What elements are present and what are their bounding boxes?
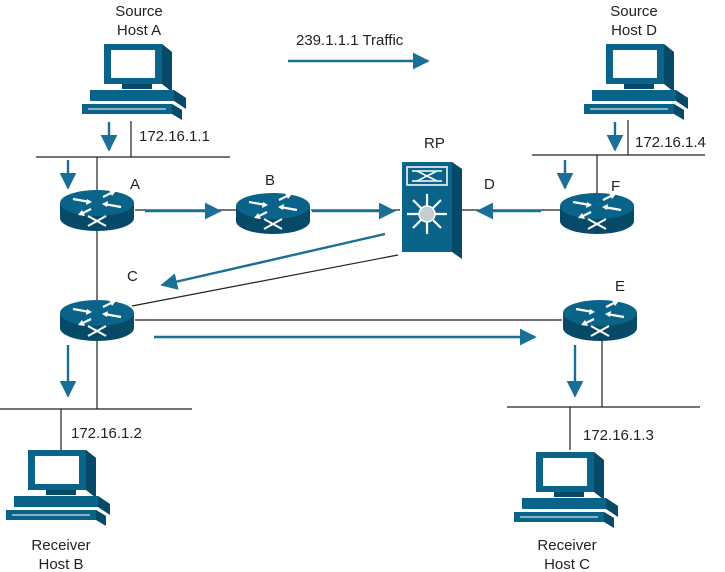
- router-c-label: C: [127, 268, 138, 285]
- router-a-icon: [58, 188, 136, 233]
- host-d-ip-label: 172.16.1.4: [635, 134, 706, 151]
- host-c-name-label: Host C: [544, 556, 590, 572]
- host-c-role-label: Receiver: [537, 537, 596, 554]
- host-c-ip-label: 172.16.1.3: [583, 427, 654, 444]
- router-b-label: B: [265, 172, 275, 189]
- host-a-ip-label: 172.16.1.1: [139, 128, 210, 145]
- host-d-name-label: Host D: [611, 22, 657, 39]
- router-a-label: A: [130, 176, 140, 193]
- host-b-name-label: Host B: [38, 556, 83, 572]
- router-f-icon: [558, 191, 636, 236]
- host-a-role-label: Source: [115, 3, 163, 20]
- host-a-name-label: Host A: [117, 22, 161, 39]
- arrow-rp-to-router-c: [160, 232, 386, 290]
- rp-title-label: RP: [424, 135, 445, 152]
- host-d-role-label: Source: [610, 3, 658, 20]
- router-c-icon: [58, 298, 136, 343]
- router-e-icon: [561, 298, 639, 343]
- host-d-computer-icon: [583, 43, 689, 121]
- multicast-flow-arrows: [59, 52, 624, 398]
- router-b-icon: [234, 191, 312, 236]
- traffic-label: 239.1.1.1 Traffic: [296, 32, 404, 49]
- link-router-c-rp: [131, 254, 399, 307]
- host-c-computer-icon: [513, 451, 619, 529]
- host-b-role-label: Receiver: [31, 537, 90, 554]
- router-f-label: F: [611, 178, 620, 195]
- rp-router-d-label: D: [484, 176, 495, 193]
- host-b-computer-icon: [5, 449, 111, 527]
- router-e-label: E: [615, 278, 625, 295]
- host-a-computer-icon: [81, 43, 187, 121]
- rp-multilayer-switch-icon: [400, 160, 464, 261]
- host-b-ip-label: 172.16.1.2: [71, 425, 142, 442]
- network-lines: [0, 120, 705, 452]
